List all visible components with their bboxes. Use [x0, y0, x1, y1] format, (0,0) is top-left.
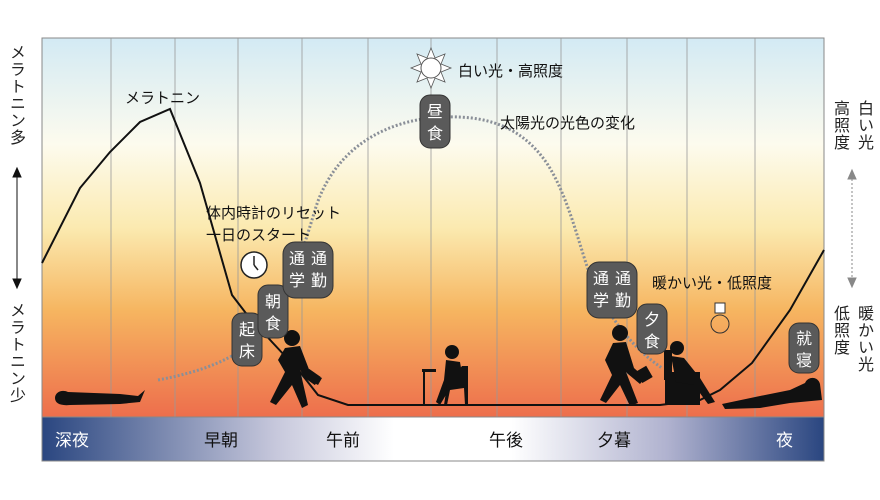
badge-breakfast: 朝 食	[257, 284, 289, 339]
warm-light-label: 暖かい光・低照度	[652, 274, 772, 292]
desk-worker-silhouette	[422, 345, 468, 405]
svg-text:食: 食	[427, 124, 443, 143]
svg-text:勤: 勤	[615, 291, 631, 310]
lying-person-silhouette	[722, 377, 822, 409]
badge-commute-pm: 通 学 通 勤	[586, 261, 638, 319]
sunlight-change-label: 太陽光の光色の変化	[500, 114, 635, 132]
badge-commute-am: 通 学 通 勤	[282, 241, 334, 299]
svg-text:寝: 寝	[796, 351, 812, 370]
svg-text:通: 通	[311, 249, 327, 268]
warm-light-axis-label: 暖かい光	[855, 305, 874, 373]
svg-text:起: 起	[239, 320, 255, 339]
sun-icon	[409, 46, 453, 90]
melatonin-low-label: メラトニン少	[7, 302, 26, 404]
clock-icon	[240, 251, 268, 279]
svg-text:就: 就	[796, 329, 812, 348]
svg-text:学: 学	[593, 291, 609, 310]
svg-text:昼: 昼	[427, 102, 443, 121]
melatonin-label: メラトニン	[125, 89, 200, 107]
reset-label-line2: 一日のスタート	[206, 226, 311, 244]
time-late-night: 深夜	[55, 431, 89, 451]
walking-person-silhouette-pm	[600, 325, 653, 406]
white-light-label: 白い光・高照度	[458, 62, 563, 80]
high-illuminance-label: 高照度	[831, 100, 850, 151]
svg-text:朝: 朝	[265, 292, 281, 311]
melatonin-high-label: メラトニン多	[7, 44, 26, 146]
light-axis-arrow	[847, 168, 857, 289]
gridlines	[110, 38, 756, 417]
time-dusk: 夕暮	[597, 431, 631, 451]
time-early-morning: 早朝	[204, 431, 238, 451]
svg-text:夕: 夕	[644, 310, 660, 329]
svg-text:勤: 勤	[311, 271, 327, 290]
melatonin-axis-arrow	[12, 166, 22, 290]
light-bulb-icon	[710, 302, 730, 334]
sitting-person-silhouette	[664, 341, 715, 405]
svg-text:床: 床	[239, 342, 255, 361]
svg-text:通: 通	[615, 269, 631, 288]
svg-text:学: 学	[289, 271, 305, 290]
svg-text:食: 食	[265, 314, 281, 333]
badge-lunch: 昼 食	[419, 94, 451, 149]
time-afternoon: 午後	[489, 431, 523, 451]
svg-text:食: 食	[644, 332, 660, 351]
reset-label-line1: 体内時計のリセット	[206, 204, 341, 222]
time-morning: 午前	[326, 431, 360, 451]
badge-wake: 起 床	[231, 312, 263, 367]
white-light-axis-label: 白い光	[855, 100, 874, 151]
badge-dinner: 夕 食	[636, 303, 668, 355]
time-night: 夜	[776, 431, 793, 451]
sleeping-person-silhouette	[55, 390, 145, 406]
badge-bed: 就 寝	[788, 322, 820, 374]
time-band	[41, 416, 825, 462]
svg-text:通: 通	[593, 269, 609, 288]
svg-text:通: 通	[289, 249, 305, 268]
low-illuminance-label: 低照度	[831, 305, 850, 356]
walking-person-silhouette-am	[270, 330, 322, 408]
